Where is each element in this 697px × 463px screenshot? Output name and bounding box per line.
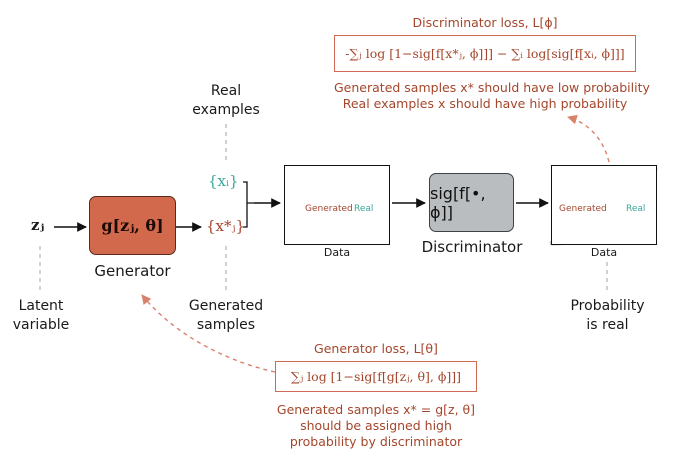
data-plot-2-axis-label: Data — [590, 246, 618, 259]
latent-symbol: 𝐳ⱼ — [31, 216, 45, 234]
real-examples-label-line2: examples — [192, 102, 260, 118]
data-plot-1-generated-label: Generated — [305, 204, 353, 214]
data-plot-2-real-label: Real — [626, 204, 646, 214]
generator-box-text: g[zⱼ, θ] — [101, 216, 164, 235]
real-examples-label-line1: Real — [210, 83, 242, 99]
brace — [243, 181, 254, 228]
generator-label: Generator — [94, 262, 171, 280]
arrow-discriminator-loss — [567, 114, 610, 163]
data-plot-2 — [551, 165, 657, 245]
probability-label-line2: is real — [586, 317, 629, 333]
generator-loss-box: ∑ⱼ log [1−sig[f[g[zⱼ, θ], ϕ]]] — [275, 361, 477, 392]
discriminator-loss-formula: -∑ⱼ log [1−sig[f[x*ⱼ, ϕ]]] − ∑ᵢ log[sig[… — [345, 46, 625, 61]
generator-box[interactable]: g[zⱼ, θ] — [89, 196, 176, 255]
generator-loss-title: Generator loss, L[θ] — [314, 341, 438, 356]
generator-loss-note-line2: should be assigned high — [300, 418, 452, 433]
real-examples-symbol: {xᵢ} — [208, 172, 239, 190]
discriminator-loss-title: Discriminator loss, L[ϕ] — [412, 15, 558, 30]
discriminator-box[interactable]: sig[f[•, ϕ]] — [429, 173, 514, 232]
latent-label-line1: Latent — [18, 298, 64, 314]
probability-label-line1: Probability — [570, 298, 645, 314]
generator-loss-formula: ∑ⱼ log [1−sig[f[g[zⱼ, θ], ϕ]]] — [290, 369, 461, 384]
discriminator-box-text: sig[f[•, ϕ]] — [430, 183, 486, 222]
discriminator-label: Discriminator — [421, 238, 523, 256]
discriminator-loss-box: -∑ⱼ log [1−sig[f[x*ⱼ, ϕ]]] − ∑ᵢ log[sig[… — [334, 35, 636, 72]
data-plot-1-real-label: Real — [354, 204, 374, 214]
generated-samples-label-line2: samples — [196, 317, 256, 333]
generator-loss-note-line3: probability by discriminator — [289, 434, 463, 449]
data-plot-2-generated-label: Generated — [559, 204, 607, 214]
discriminator-loss-note-line1: Generated samples x* should have low pro… — [334, 80, 650, 95]
generated-samples-label-line1: Generated — [188, 298, 264, 314]
data-plot-1 — [284, 165, 390, 245]
generated-samples-symbol: {x*ⱼ} — [206, 217, 246, 235]
latent-label-line2: variable — [12, 317, 70, 333]
arrow-generator-loss — [141, 294, 276, 373]
data-plot-1-axis-label: Data — [323, 246, 351, 259]
discriminator-loss-note-line2: Real examples x should have high probabi… — [342, 96, 628, 111]
generator-loss-note-line1: Generated samples x* = g[z, θ] — [276, 402, 476, 417]
